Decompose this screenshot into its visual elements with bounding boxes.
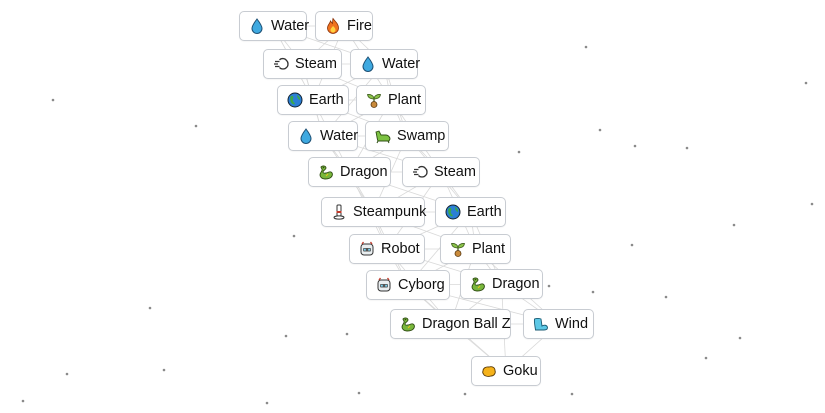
element-item-plant[interactable]: Plant (440, 234, 511, 264)
element-label: Dragon (492, 276, 540, 292)
element-label: Plant (388, 92, 422, 108)
element-label: Earth (467, 204, 502, 220)
element-item-water[interactable]: Water (239, 11, 310, 41)
earth-globe-icon (444, 203, 462, 221)
element-item-goku[interactable]: Goku (471, 356, 541, 386)
element-item-earth[interactable]: Earth (435, 197, 506, 227)
element-item-fire[interactable]: Fire (315, 11, 373, 41)
goku-hair-icon (480, 362, 498, 380)
element-item-steam[interactable]: Steam (402, 157, 480, 187)
element-label: Goku (503, 363, 538, 379)
robot-icon (358, 240, 376, 258)
water-drop-icon (297, 127, 315, 145)
steam-icon (272, 55, 290, 73)
cyborg-icon (375, 276, 393, 294)
element-label: Water (271, 18, 310, 34)
element-label: Swamp (397, 128, 446, 144)
element-item-steam[interactable]: Steam (263, 49, 342, 79)
element-item-cyborg[interactable]: Cyborg (366, 270, 450, 300)
element-label: Dragon Ball Z (422, 316, 511, 332)
element-item-steampunk[interactable]: Steampunk (321, 197, 427, 227)
element-item-swamp[interactable]: Swamp (365, 121, 449, 151)
water-drop-icon (248, 17, 266, 35)
element-label: Plant (472, 241, 506, 257)
element-label: Wind (555, 316, 589, 332)
element-item-dragon[interactable]: Dragon (308, 157, 391, 187)
water-drop-icon (359, 55, 377, 73)
crocodile-icon (374, 127, 392, 145)
dragon-icon (399, 315, 417, 333)
element-label: Steam (434, 164, 476, 180)
fire-icon (324, 17, 342, 35)
element-label: Robot (381, 241, 420, 257)
element-label: Dragon (340, 164, 388, 180)
seedling-icon (365, 91, 383, 109)
element-item-robot[interactable]: Robot (349, 234, 425, 264)
element-item-dragon-ball-z[interactable]: Dragon Ball Z (390, 309, 511, 339)
wind-icon (532, 315, 550, 333)
dragon-icon (469, 275, 487, 293)
element-label: Earth (309, 92, 344, 108)
seedling-icon (449, 240, 467, 258)
element-item-dragon[interactable]: Dragon (460, 269, 543, 299)
element-label: Cyborg (398, 277, 445, 293)
steam-icon (411, 163, 429, 181)
steampunk-hat-icon (330, 203, 348, 221)
element-label: Steampunk (353, 204, 427, 220)
element-label: Water (320, 128, 359, 144)
earth-globe-icon (286, 91, 304, 109)
element-item-plant[interactable]: Plant (356, 85, 426, 115)
element-label: Fire (347, 18, 372, 34)
dragon-icon (317, 163, 335, 181)
element-label: Water (382, 56, 421, 72)
element-item-water[interactable]: Water (350, 49, 421, 79)
element-label: Steam (295, 56, 337, 72)
element-item-water[interactable]: Water (288, 121, 358, 151)
element-item-wind[interactable]: Wind (523, 309, 594, 339)
element-item-earth[interactable]: Earth (277, 85, 349, 115)
